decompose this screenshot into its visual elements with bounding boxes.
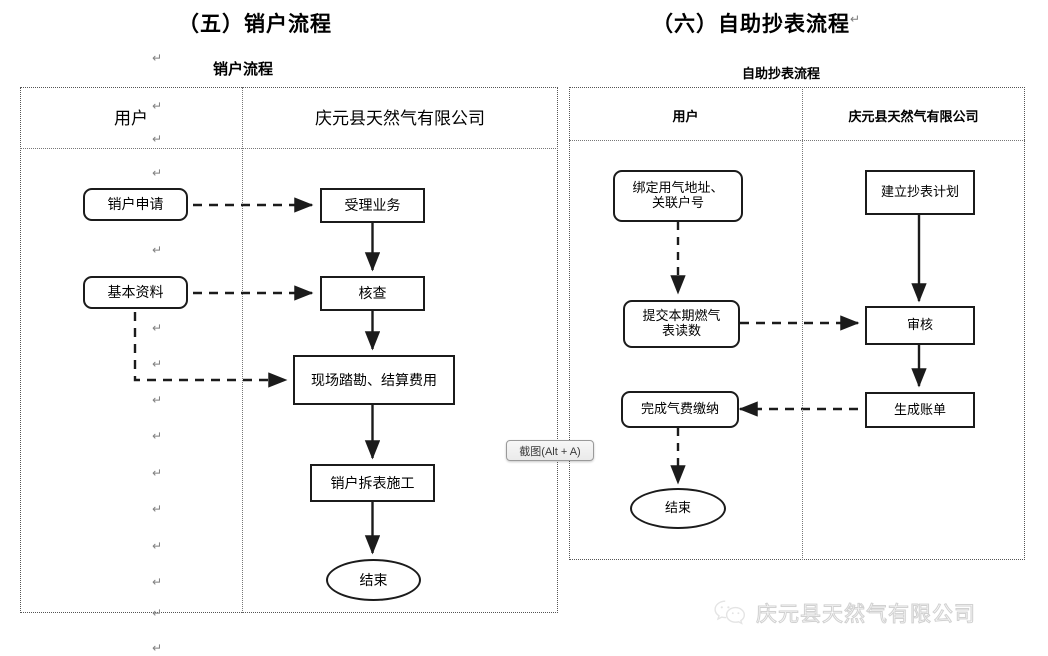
node-bind-address[interactable]: 绑定用气地址、 关联户号: [613, 170, 743, 222]
wechat-icon: [713, 599, 747, 627]
node-basic-data[interactable]: 基本资料: [83, 276, 188, 309]
pilcrow-mark-icon: ↵: [152, 132, 163, 146]
swimlane-frame-self-reading: [569, 87, 1025, 560]
lane-header-company-right: 庆元县天然气有限公司: [848, 109, 979, 124]
pilcrow-mark-icon: ↵: [152, 502, 163, 516]
node-pay-gas-fee[interactable]: 完成气费缴纳: [621, 391, 739, 428]
pilcrow-icon: ↵: [850, 12, 862, 26]
pilcrow-mark-icon: ↵: [152, 243, 163, 257]
lane-header-divider-right: [569, 140, 1025, 141]
lane-header-divider-left: [20, 148, 558, 149]
node-submit-reading[interactable]: 提交本期燃气 表读数: [623, 300, 740, 348]
section-title-five-text: （五）销户流程: [178, 12, 332, 36]
node-make-plan[interactable]: 建立抄表计划: [865, 170, 975, 215]
node-verify[interactable]: 核查: [320, 276, 425, 311]
section-title-five: （五）销户流程: [178, 8, 332, 38]
section-title-six-text: （六）自助抄表流程: [652, 12, 850, 36]
node-generate-bill[interactable]: 生成账单: [865, 392, 975, 428]
wechat-watermark-text: 庆元县天然气有限公司: [756, 603, 976, 627]
pilcrow-mark-icon: ↵: [152, 393, 163, 407]
pilcrow-mark-icon: ↵: [152, 166, 163, 180]
pilcrow-mark-icon: ↵: [152, 99, 163, 113]
pilcrow-mark-icon: ↵: [152, 539, 163, 553]
lane-header-company-left: 庆元县天然气有限公司: [315, 109, 485, 128]
snip-tooltip-label: 截图(Alt + A): [519, 445, 581, 458]
pilcrow-mark-icon: ↵: [152, 357, 163, 371]
pilcrow-mark-icon: ↵: [152, 575, 163, 589]
diagram-caption-self-reading: 自助抄表流程: [742, 66, 821, 81]
pilcrow-mark-icon: ↵: [152, 429, 163, 443]
swimlane-frame-cancellation: [20, 87, 558, 613]
lane-column-divider-left: [242, 87, 243, 613]
node-end-right[interactable]: 结束: [630, 488, 726, 529]
lane-header-user-right: 用户: [672, 109, 699, 124]
wechat-watermark: 庆元县天然气有限公司: [713, 598, 976, 628]
pilcrow-mark-icon: ↵: [152, 606, 163, 620]
node-dismantle[interactable]: 销户拆表施工: [310, 464, 435, 502]
node-survey-settle[interactable]: 现场踏勘、结算费用: [293, 355, 455, 405]
pilcrow-mark-icon: ↵: [152, 466, 163, 480]
edge-basicdata-to-survey: [133, 312, 288, 388]
node-review[interactable]: 审核: [865, 306, 975, 345]
diagram-caption-cancellation: 销户流程: [213, 61, 274, 78]
pilcrow-mark-icon: ↵: [152, 51, 163, 65]
pilcrow-mark-icon: ↵: [152, 641, 163, 655]
node-accept-service[interactable]: 受理业务: [320, 188, 425, 223]
node-end-left[interactable]: 结束: [326, 559, 421, 601]
lane-column-divider-right: [802, 87, 803, 560]
node-apply-cancel[interactable]: 销户申请: [83, 188, 188, 221]
section-title-six: （六）自助抄表流程↵: [652, 8, 861, 38]
lane-header-user-left: 用户: [114, 109, 148, 128]
pilcrow-mark-icon: ↵: [152, 321, 163, 335]
snip-tooltip[interactable]: 截图(Alt + A): [506, 440, 594, 461]
